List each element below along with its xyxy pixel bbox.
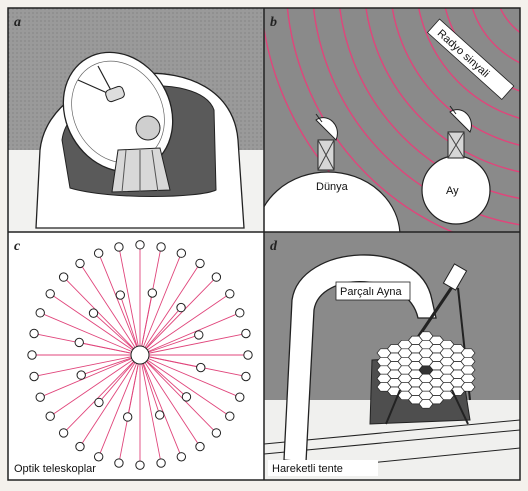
optical-telescopes-caption: Optik teleskoplar — [14, 463, 96, 475]
optical-telescope — [244, 351, 252, 359]
optical-telescope — [212, 273, 220, 281]
mirror-segment — [461, 383, 475, 392]
optical-telescope — [136, 241, 144, 249]
optical-telescope — [196, 442, 204, 450]
mirror-segment — [461, 357, 475, 366]
panel-a: a — [8, 8, 264, 232]
optical-telescope — [226, 290, 234, 298]
optical-telescope — [236, 393, 244, 401]
moon-label: Ay — [446, 185, 459, 197]
central-combiner — [131, 346, 149, 364]
optical-telescope — [195, 331, 203, 339]
optical-telescope — [197, 363, 205, 371]
optical-telescope — [182, 393, 190, 401]
optical-telescope — [36, 393, 44, 401]
earth-label: Dünya — [316, 181, 349, 193]
optical-telescope — [115, 459, 123, 467]
optical-telescope — [59, 429, 67, 437]
panel-c: c Optik teleskoplar — [8, 232, 264, 480]
optical-telescope — [30, 372, 38, 380]
optical-telescope — [177, 453, 185, 461]
optical-telescope — [156, 411, 164, 419]
dish-mount — [112, 148, 170, 192]
optical-telescope — [59, 273, 67, 281]
optical-telescope — [76, 442, 84, 450]
movable-cover-caption: Hareketli tente — [272, 463, 343, 475]
optical-telescope — [46, 412, 54, 420]
segmented-mirror-label: Parçalı Ayna — [340, 286, 402, 298]
optical-telescope — [89, 309, 97, 317]
panel-letter-d: d — [270, 239, 278, 254]
mirror-segment — [461, 366, 475, 374]
optical-telescope — [94, 453, 102, 461]
optical-telescope — [196, 259, 204, 267]
optical-telescope — [136, 461, 144, 469]
panel-d: Parçalı Ayna d Hareketli tente — [264, 232, 520, 480]
optical-telescope — [177, 303, 185, 311]
optical-telescope — [177, 249, 185, 257]
optical-telescope — [236, 309, 244, 317]
optical-telescope — [36, 309, 44, 317]
panel-letter-a: a — [14, 15, 21, 30]
optical-telescope — [46, 290, 54, 298]
mirror-segment — [461, 349, 475, 358]
mirror-segment — [461, 374, 475, 383]
optical-telescope — [148, 289, 156, 297]
panel-letter-b: b — [270, 15, 277, 30]
optical-telescope — [116, 291, 124, 299]
optical-telescope — [242, 329, 250, 337]
optical-telescope — [123, 413, 131, 421]
optical-telescope — [94, 249, 102, 257]
optical-telescope — [77, 371, 85, 379]
optical-telescope — [75, 338, 83, 346]
panel-letter-c: c — [14, 239, 21, 254]
optical-telescope — [226, 412, 234, 420]
optical-telescope — [157, 243, 165, 251]
optical-telescope — [242, 372, 250, 380]
optical-telescope — [30, 329, 38, 337]
optical-telescope — [115, 243, 123, 251]
optical-telescope — [212, 429, 220, 437]
optical-telescope — [157, 459, 165, 467]
optical-telescope — [95, 398, 103, 406]
optical-telescope — [28, 351, 36, 359]
optical-telescope — [76, 259, 84, 267]
